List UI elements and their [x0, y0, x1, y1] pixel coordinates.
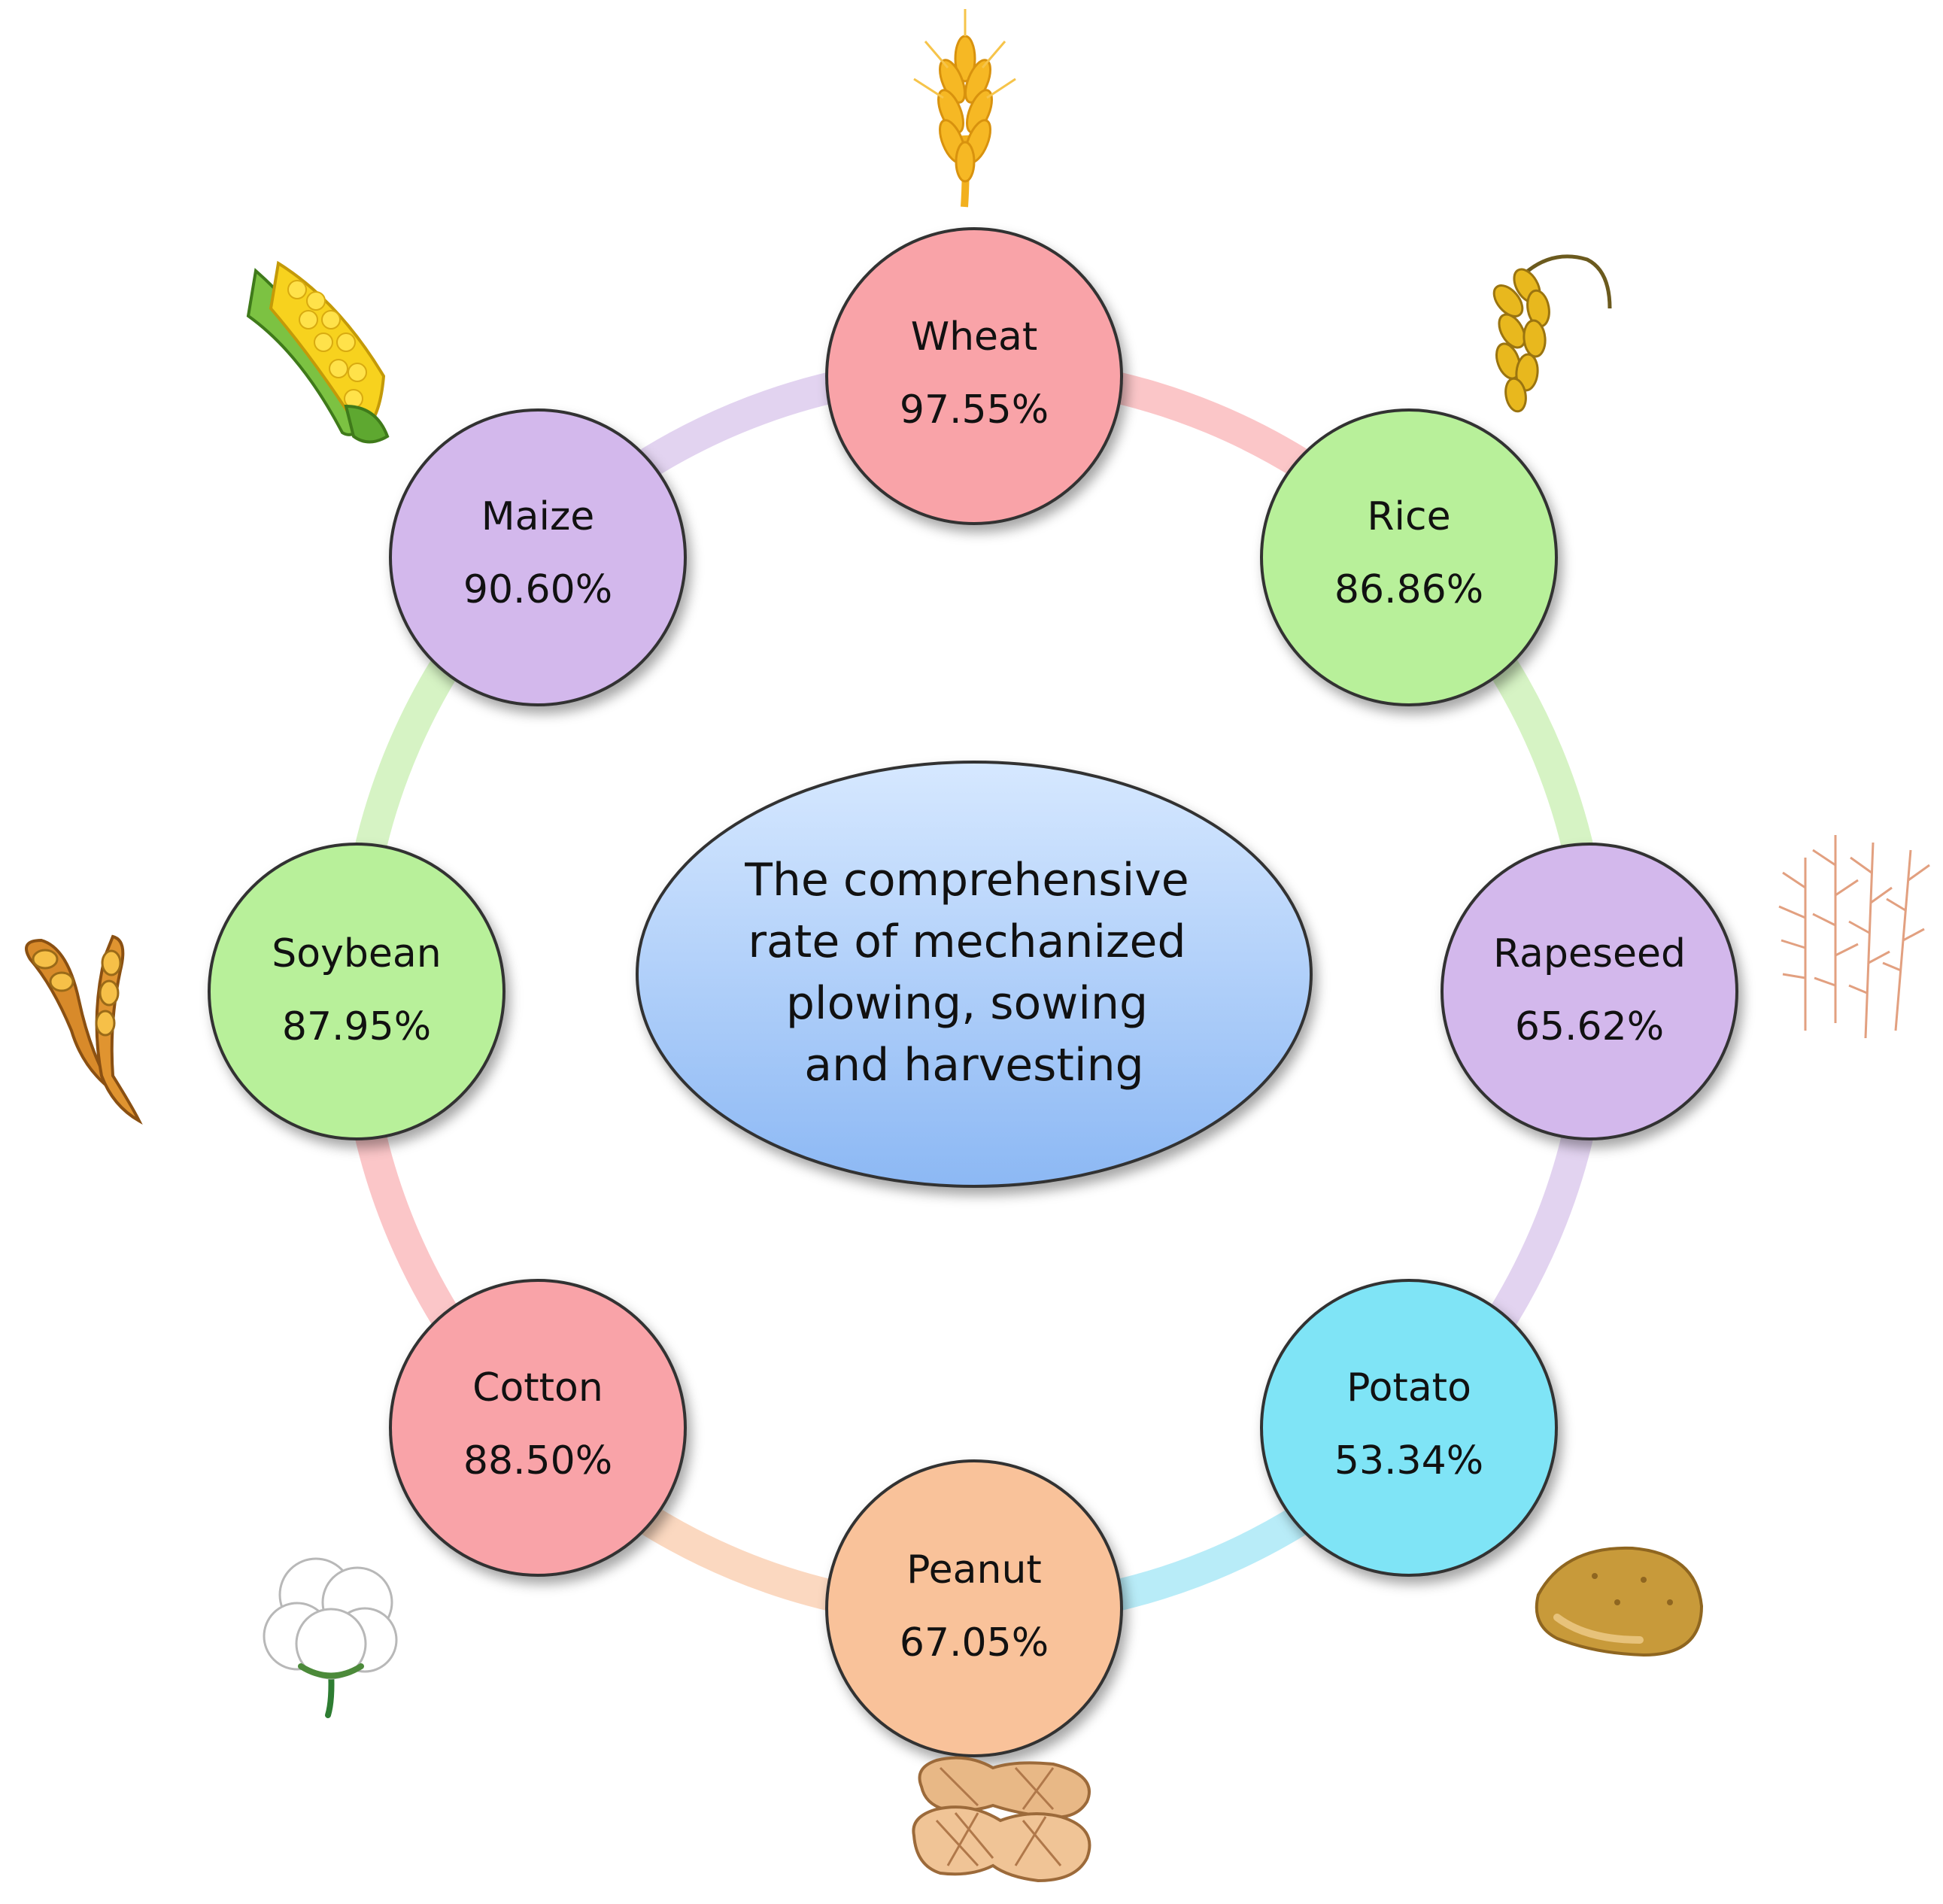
maize-cob-icon — [246, 260, 390, 444]
node-value-cotton: 88.50% — [463, 1438, 612, 1483]
peanut-icon — [912, 1756, 1091, 1883]
center-line-2: rate of mechanized — [748, 916, 1186, 968]
node-potato: Potato 53.34% — [1260, 1279, 1558, 1577]
node-label-rapeseed: Rapeseed — [1493, 931, 1686, 976]
center-text: The comprehensive rate of mechanized plo… — [744, 854, 1204, 1092]
node-value-potato: 53.34% — [1334, 1438, 1483, 1483]
node-circle-rapeseed — [1441, 843, 1738, 1140]
node-cotton: Cotton 88.50% — [389, 1279, 687, 1577]
node-circle-potato — [1260, 1279, 1558, 1577]
center-ellipse — [636, 761, 1313, 1188]
node-label-peanut: Peanut — [906, 1547, 1042, 1593]
rice-panicle-icon — [1492, 254, 1612, 413]
node-circle-cotton — [389, 1279, 687, 1577]
node-value-maize: 90.60% — [463, 567, 612, 612]
potato-icon — [1535, 1546, 1704, 1657]
soybean-pod-icon — [25, 934, 143, 1125]
node-label-rice: Rice — [1367, 494, 1450, 539]
node-wheat: Wheat 97.55% — [825, 227, 1123, 525]
node-label-maize: Maize — [481, 494, 594, 539]
node-value-soybean: 87.95% — [282, 1004, 431, 1049]
node-value-rice: 86.86% — [1334, 567, 1483, 612]
node-value-peanut: 67.05% — [900, 1620, 1049, 1666]
node-label-wheat: Wheat — [911, 314, 1038, 360]
node-rice: Rice 86.86% — [1260, 408, 1558, 706]
node-rapeseed: Rapeseed 65.62% — [1441, 843, 1738, 1140]
node-peanut: Peanut 67.05% — [825, 1459, 1123, 1757]
rapeseed-plant-icon — [1778, 835, 1930, 1039]
center-line-4: and harvesting — [804, 1039, 1143, 1092]
node-label-soybean: Soybean — [272, 931, 441, 976]
node-circle-rice — [1260, 408, 1558, 706]
node-soybean: Soybean 87.95% — [208, 843, 505, 1140]
center-line-3: plowing, sowing — [786, 977, 1148, 1030]
node-value-rapeseed: 65.62% — [1515, 1004, 1664, 1049]
cotton-boll-icon — [263, 1557, 398, 1718]
node-label-cotton: Cotton — [472, 1365, 603, 1411]
node-circle-soybean — [208, 843, 505, 1140]
node-circle-peanut — [825, 1459, 1123, 1757]
node-circle-wheat — [825, 227, 1123, 525]
node-label-potato: Potato — [1346, 1365, 1471, 1411]
wheat-ear-icon — [913, 9, 1016, 208]
center-ellipse-group: The comprehensive rate of mechanized plo… — [636, 761, 1313, 1188]
node-circle-maize — [389, 408, 687, 706]
node-value-wheat: 97.55% — [900, 387, 1049, 433]
node-maize: Maize 90.60% — [389, 408, 687, 706]
center-line-1: The comprehensive — [744, 854, 1189, 906]
